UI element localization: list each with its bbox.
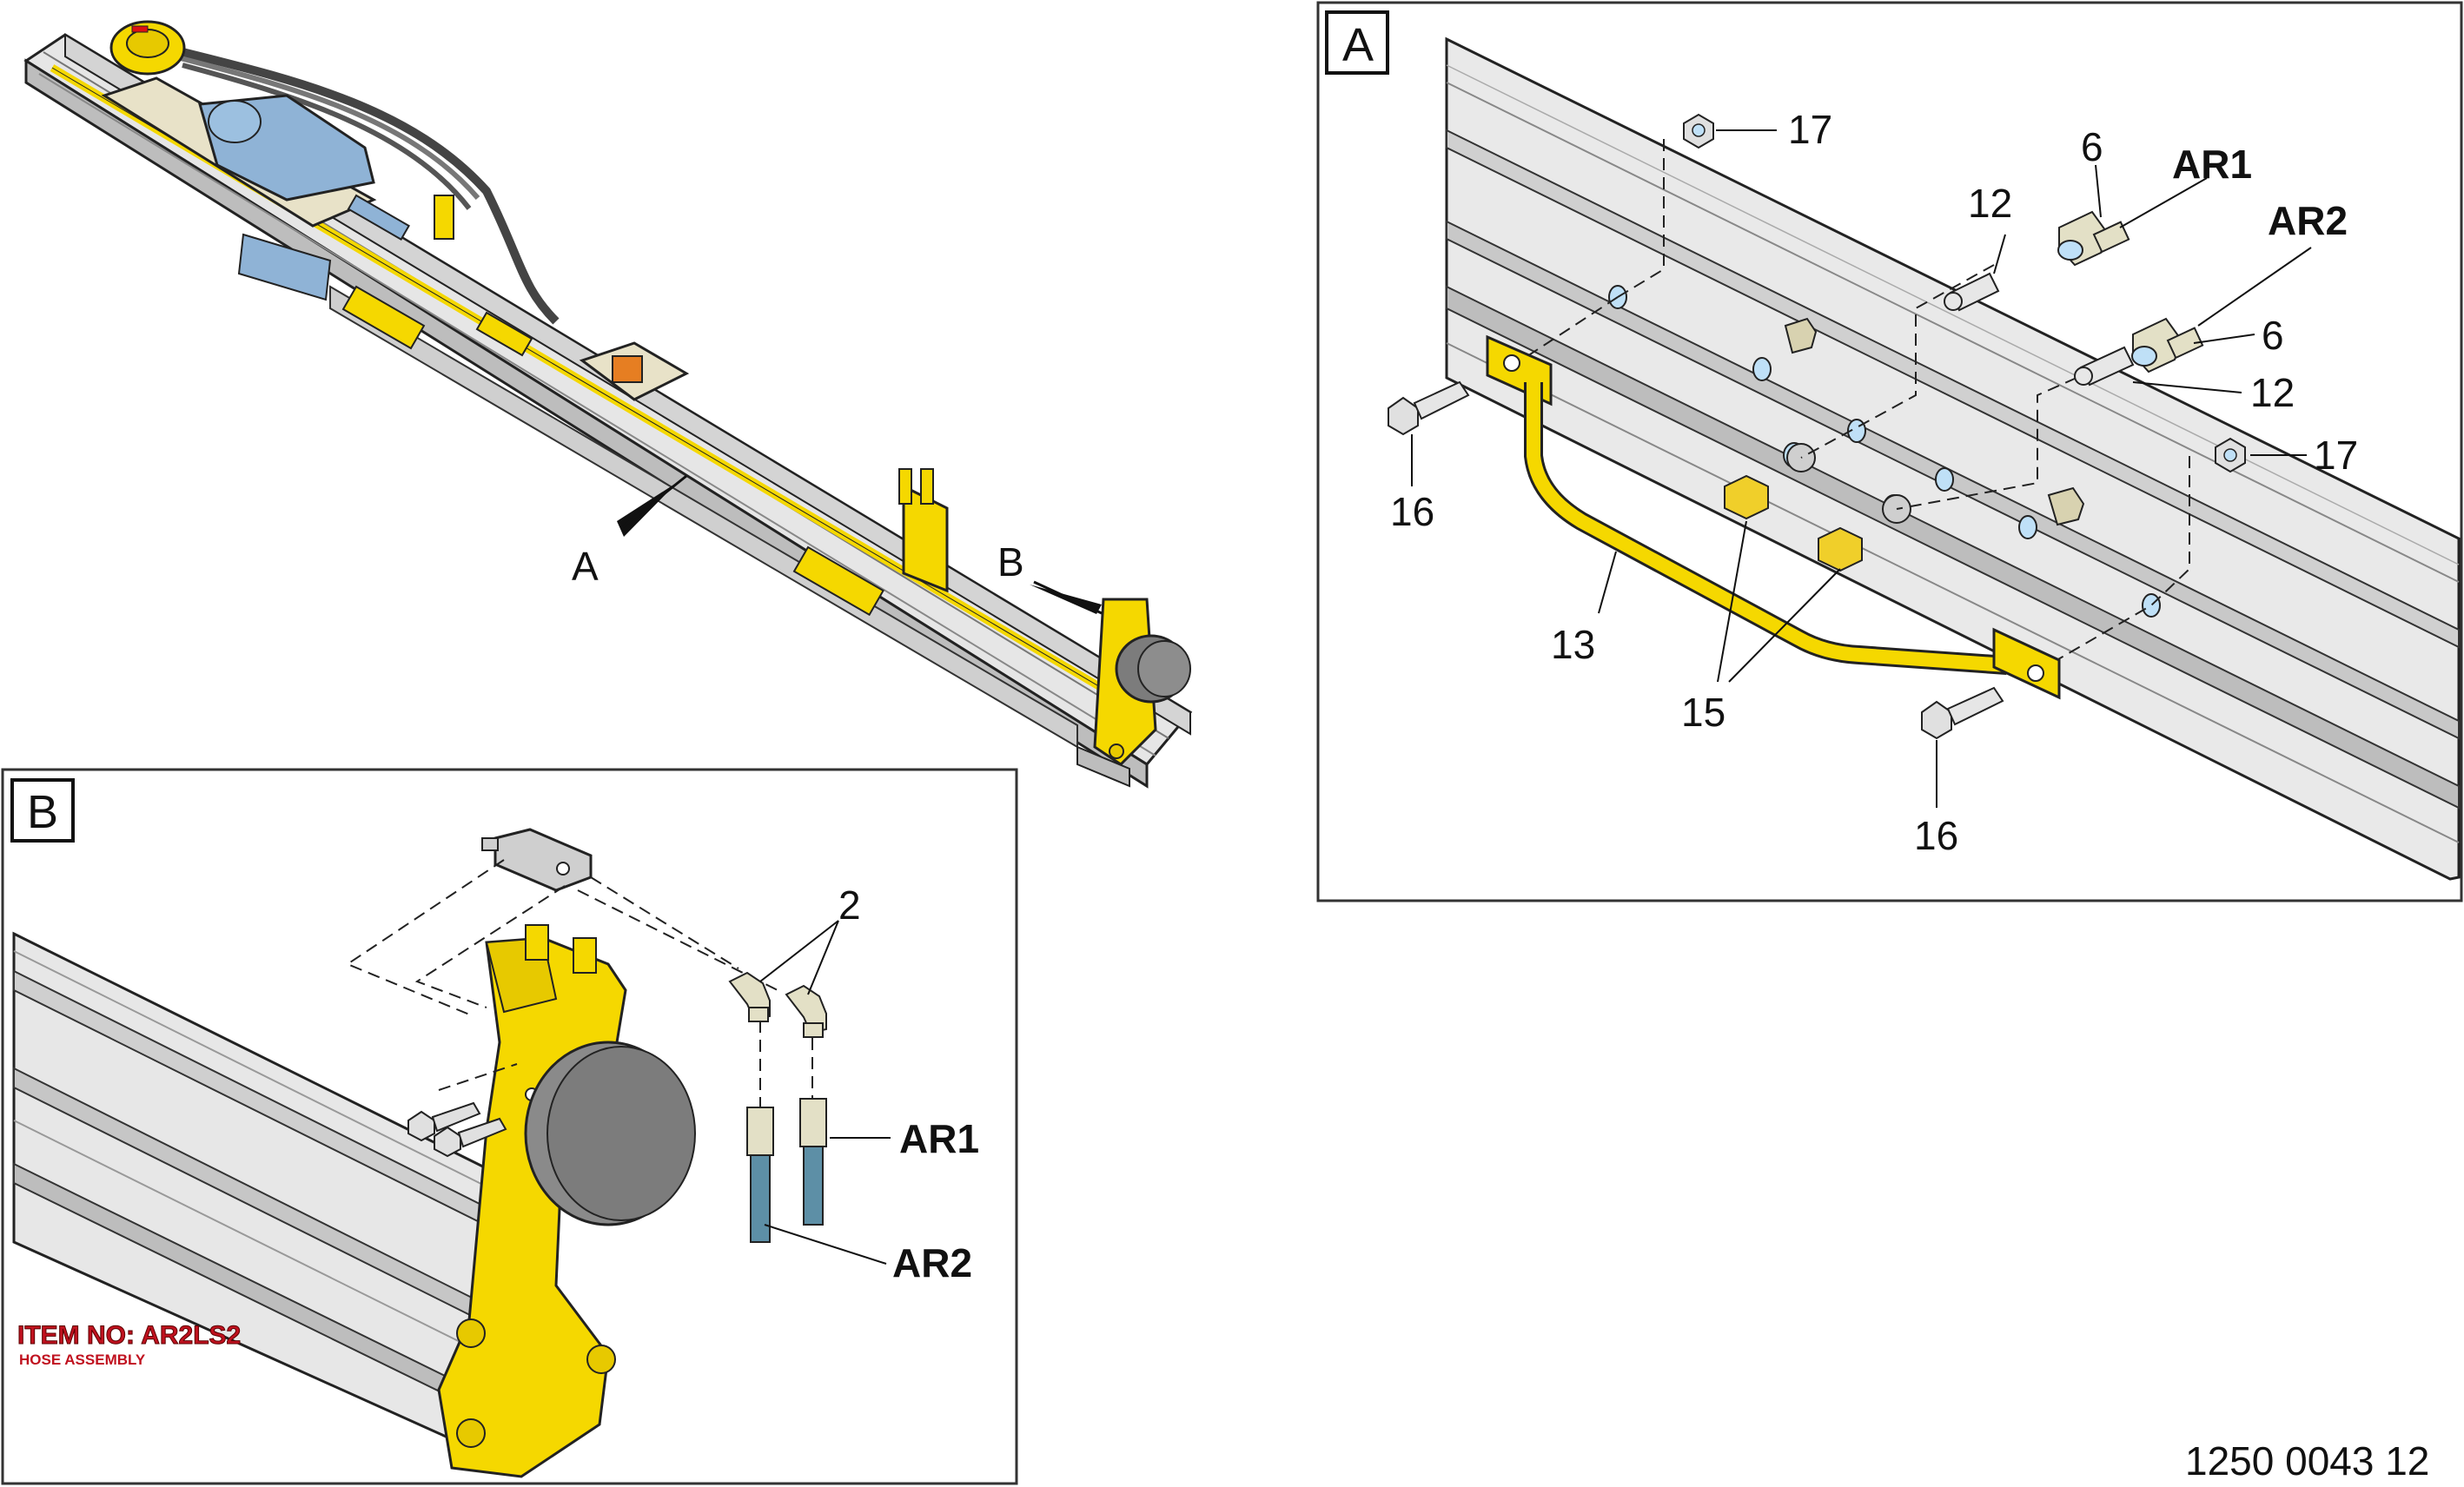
callout-ar2-a: AR2: [2268, 198, 2348, 243]
elbow-fitting-2-right: [785, 984, 827, 1038]
bolt-16-left: [1388, 380, 1470, 436]
callout-16-bottom: 16: [1914, 813, 1958, 858]
callout-6-top: 6: [2081, 124, 2103, 169]
callout-6-mid: 6: [2262, 313, 2284, 358]
overview-label-b: B: [997, 539, 1024, 585]
item-description-label: HOSE ASSEMBLY: [19, 1352, 146, 1368]
leaders-a: [1411, 129, 2312, 808]
fitting-12-mid: [2074, 346, 2135, 387]
callout-15: 15: [1681, 690, 1725, 735]
overview-pointer-b: [1030, 580, 1103, 615]
panel-b-title-box: [10, 778, 75, 843]
callout-2: 2: [838, 882, 861, 928]
bolt-16-bottom: [1921, 686, 2004, 740]
item-number-label: ITEM NO: AR2LS2: [17, 1321, 241, 1350]
panel-b: B: [1, 768, 1018, 1485]
document-number: 1250 0043 12: [2185, 1438, 2429, 1484]
nut-17-top: [1683, 113, 1714, 149]
overview-pointer-a: [617, 474, 687, 537]
callout-ar1-a: AR1: [2172, 142, 2252, 187]
bolts-b: [407, 1101, 507, 1158]
leaders-b: [759, 920, 891, 1265]
elbow-6-mid: [2131, 317, 2204, 373]
callout-12-mid: 12: [2250, 370, 2295, 415]
grey-cap-b: [524, 1041, 696, 1226]
callout-ar2-b: AR2: [892, 1240, 972, 1285]
elbow-6-top: [2057, 210, 2130, 267]
callout-12-top: 12: [1968, 181, 2012, 226]
panel-a-title: A: [1342, 19, 1374, 71]
hose-end-left: [746, 1107, 774, 1243]
callout-17-right: 17: [2314, 433, 2358, 478]
hose-end-right: [799, 1098, 827, 1226]
panel-a: A: [1316, 1, 2463, 902]
callout-ar1-b: AR1: [899, 1116, 979, 1161]
callout-16-left: 16: [1390, 489, 1434, 534]
tube-13: [1486, 334, 2061, 700]
assembly-lines-b: [345, 859, 813, 1107]
fitting-12-top: [1944, 272, 2000, 312]
mounted-elbows: [1784, 317, 2085, 526]
overview-label-a: A: [572, 544, 599, 589]
cap-15-right: [1818, 526, 1863, 572]
callout-13: 13: [1551, 622, 1595, 667]
overview-feed-beam: [23, 20, 1193, 789]
assembly-lines-a: [1507, 139, 2190, 670]
callout-17-top: 17: [1788, 107, 1832, 152]
panel-b-title: B: [27, 786, 58, 838]
cap-15-left: [1724, 474, 1769, 520]
panel-a-title-box: [1325, 10, 1389, 75]
elbow-fitting-2-left: [728, 971, 771, 1022]
nut-17-right: [2215, 437, 2246, 473]
